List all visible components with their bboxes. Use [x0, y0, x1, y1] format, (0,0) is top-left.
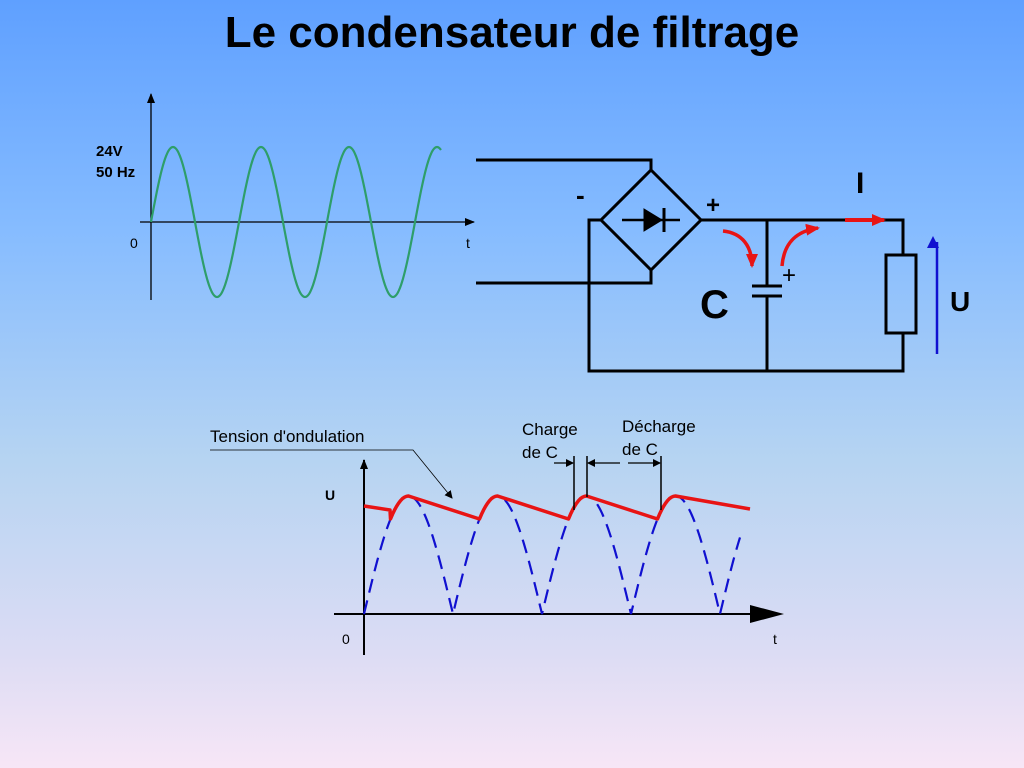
bridge-minus-label: - — [576, 180, 585, 210]
discharge-label-line1: Décharge — [622, 417, 696, 436]
diode-bridge — [598, 167, 704, 273]
slide-title: Le condensateur de filtrage — [224, 8, 800, 57]
source-sine-wave — [149, 145, 442, 299]
discharge-label-line2: de C — [622, 440, 658, 459]
source-origin-label: 0 — [130, 235, 138, 251]
load-resistor — [884, 253, 918, 335]
capacitor-label: C — [700, 283, 729, 327]
source-time-label: t — [466, 235, 470, 251]
negative-rail — [587, 218, 905, 373]
current-arrows — [722, 214, 939, 354]
source-frequency-label: 50 Hz — [96, 164, 135, 181]
charge-arrow-icon — [722, 229, 758, 268]
capacitor-plus-label: + — [782, 262, 796, 289]
charge-label-line1: Charge — [522, 420, 578, 439]
input-wire-top — [476, 158, 653, 170]
filtered-time-label: t — [773, 631, 777, 647]
filtered-x-axis-arrowhead — [750, 605, 784, 623]
positive-rail — [701, 218, 905, 255]
bridge-plus-label: + — [706, 192, 720, 219]
filtered-origin-label: 0 — [342, 631, 350, 647]
source-amplitude-label: 24V — [96, 143, 123, 160]
input-wire-bottom — [476, 270, 653, 285]
current-label: I — [856, 167, 864, 200]
diode-icon — [643, 208, 663, 232]
rectifier-circuit — [476, 158, 918, 373]
ripple-label: Tension d'ondulation — [210, 427, 364, 446]
filtered-voltage-axis-label: U — [325, 487, 335, 503]
ripple-leader-line — [210, 449, 453, 499]
filtered-wave — [363, 494, 751, 521]
filtered-graph: Tension d'ondulation Charge de C Décharg… — [210, 417, 784, 655]
discharge-arrow-icon — [780, 223, 820, 267]
charge-label-line2: de C — [522, 443, 558, 462]
voltage-label: U — [950, 286, 970, 317]
source-graph: 24V 50 Hz 0 t — [96, 93, 475, 300]
